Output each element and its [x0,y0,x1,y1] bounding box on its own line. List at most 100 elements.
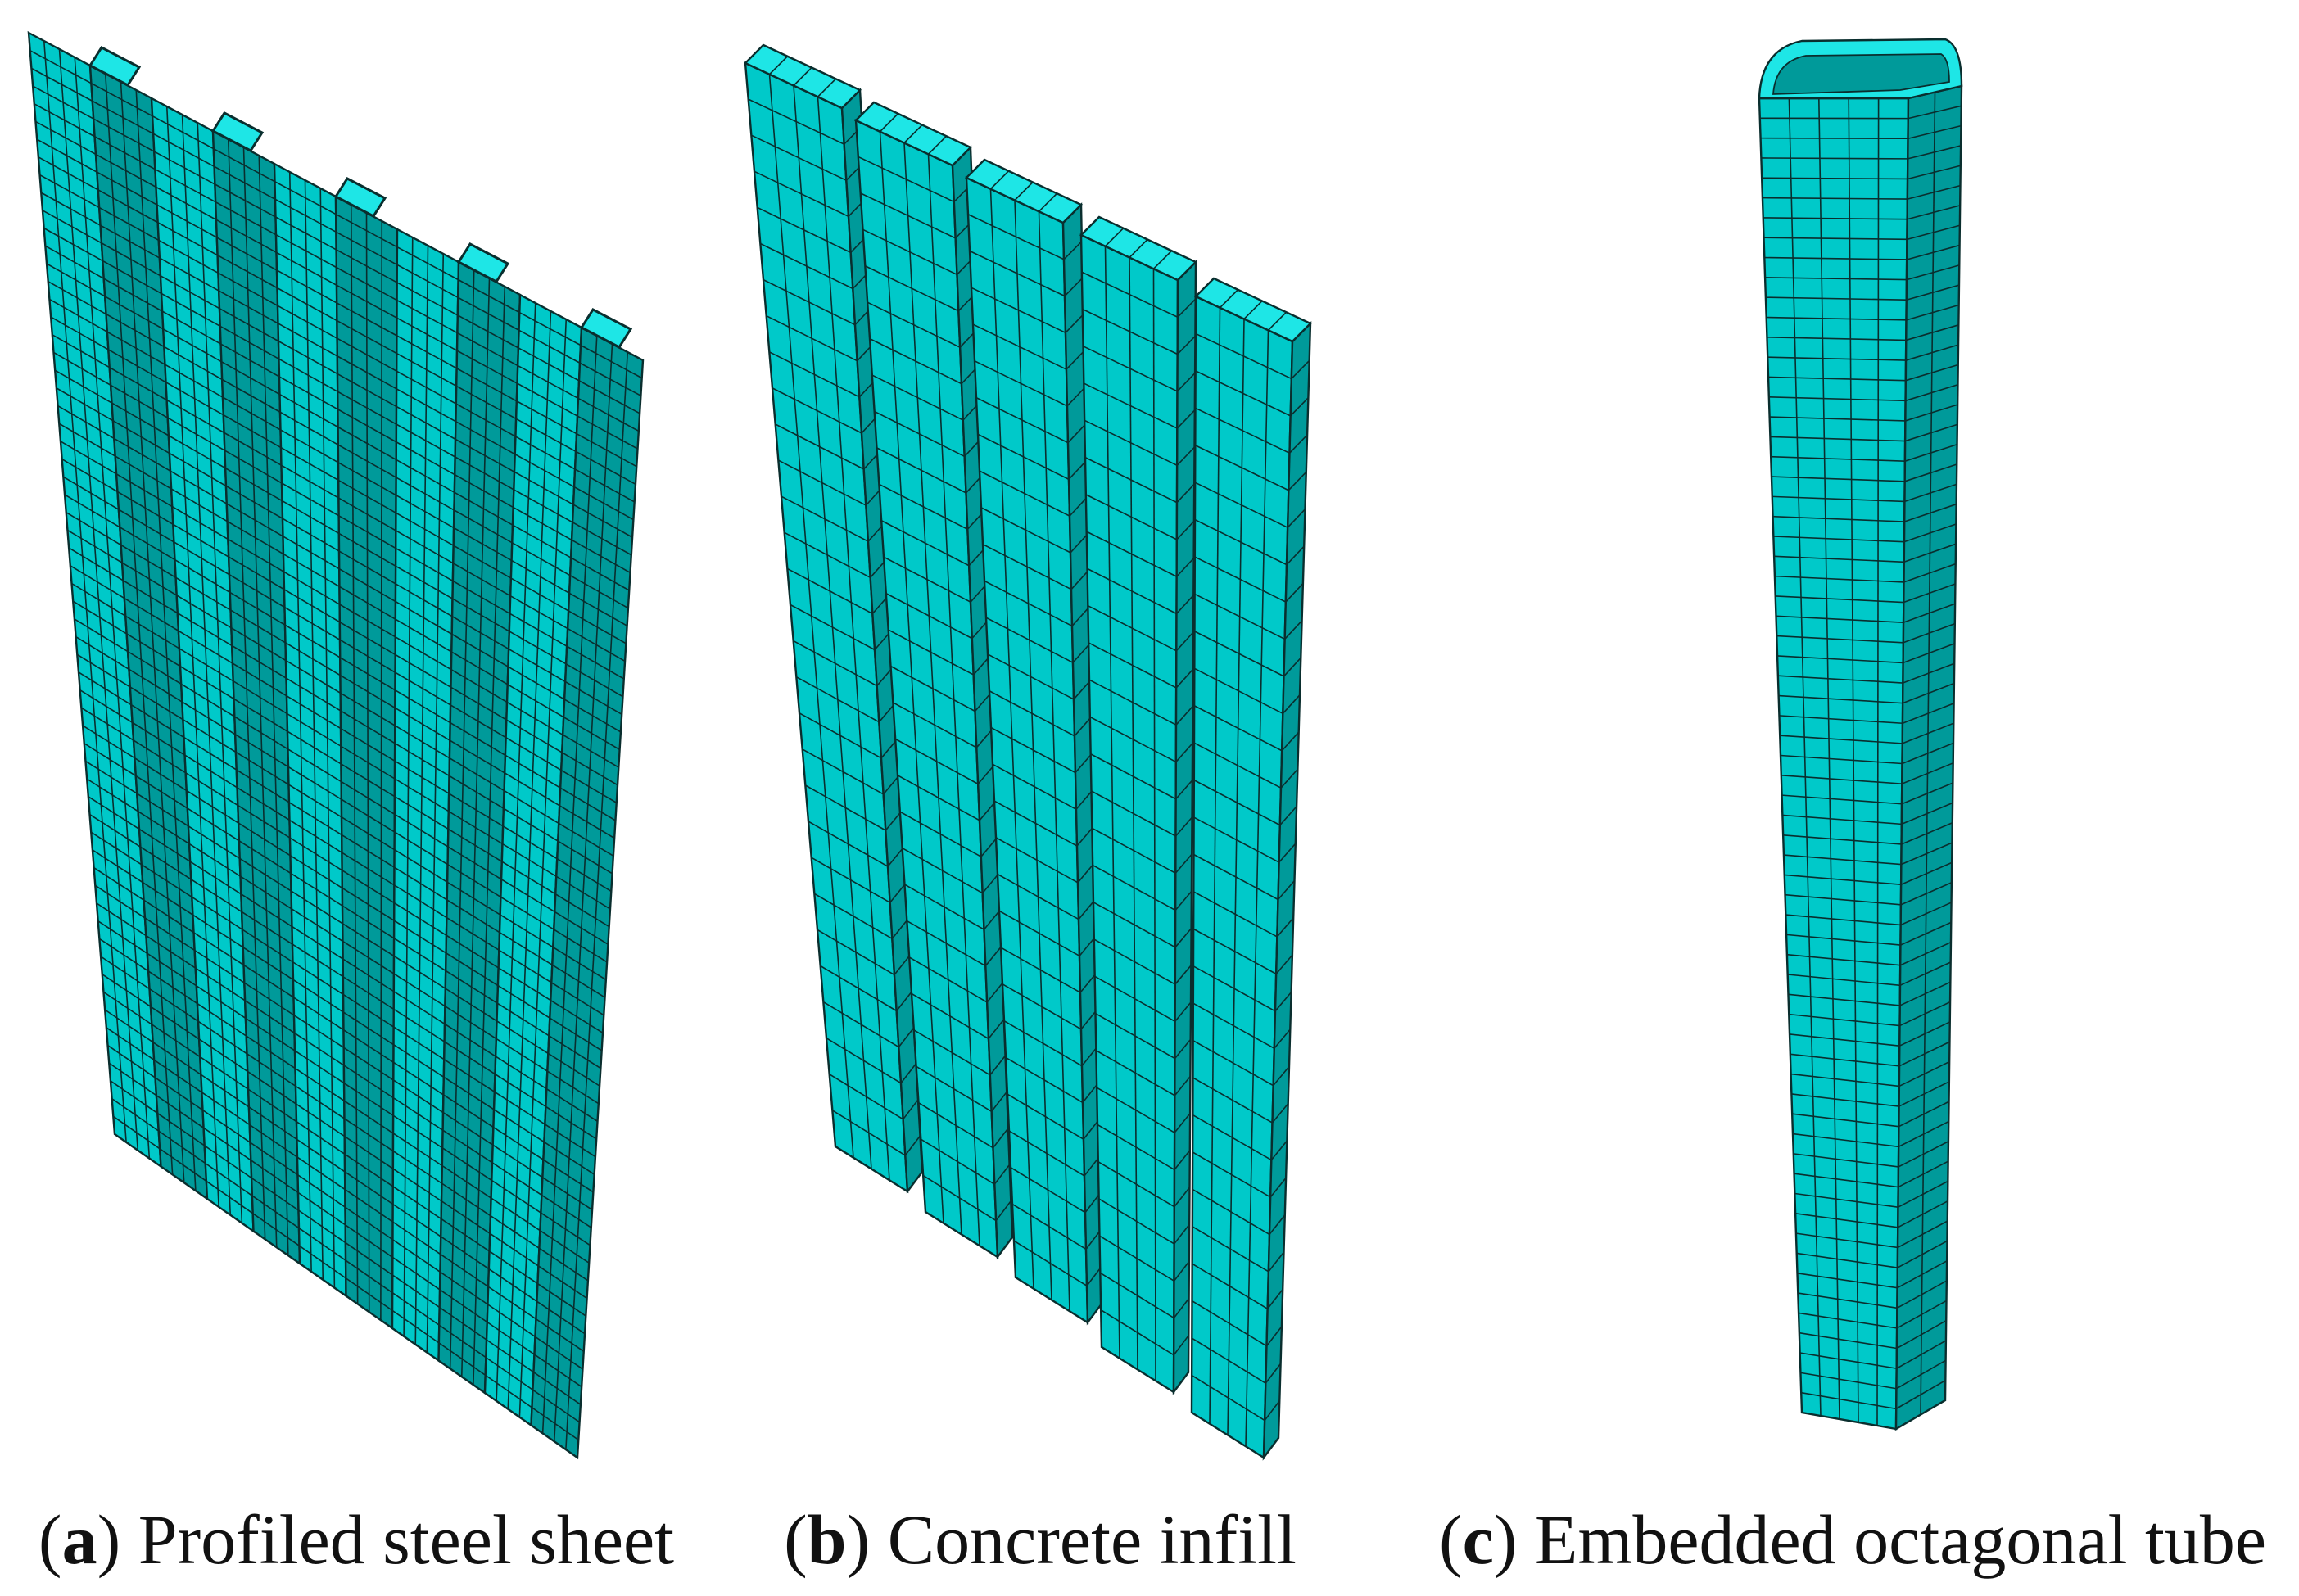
mesh-row-line [1785,914,1901,926]
steel-sheet-strip-grid [532,335,643,1450]
mesh-row-line [1785,893,1901,906]
mesh-col-line [989,170,1010,190]
mesh-row-line [1800,1372,1897,1390]
mesh-row-line [1798,1312,1898,1329]
mesh-col-line [793,85,872,1169]
mesh-row-line [1066,387,1085,407]
mesh-col-line [414,245,429,1345]
mesh-row-line [991,1092,1007,1112]
mesh-row-line [1794,1192,1898,1208]
mesh-col-line [1209,307,1221,1424]
mesh-row-line [1769,416,1906,422]
concrete-rib-front-grid [748,74,906,1181]
mesh-row-line [1790,1073,1899,1087]
caption-b: (b) Concrete infill [784,1500,1297,1579]
mesh-col-line [120,81,185,1183]
mesh-row-line [1801,1391,1897,1410]
mesh-row-line [1068,460,1087,480]
mesh-row-line [1768,396,1906,402]
mesh-row-line [894,955,911,975]
mesh-col-line [768,74,854,1158]
mesh-row-line [1772,515,1905,522]
mesh-row-line [1070,533,1088,554]
mesh-row-line [1767,356,1907,361]
mesh-col-line [1267,311,1288,331]
mesh-row-line [1175,705,1193,726]
mesh-row-line [1264,1400,1280,1422]
mesh-row-line [1173,1298,1190,1318]
mesh-row-line [1762,197,1908,200]
concrete-rib-top-grid [1219,289,1288,331]
mesh-col-line [496,302,536,1401]
mesh-row-line [989,1055,1007,1076]
mesh-col-line [426,253,445,1353]
mesh-row-line [1291,359,1310,379]
mesh-col-line [879,113,899,133]
mesh-row-line [1069,497,1088,517]
mesh-row-line [1782,814,1902,825]
mesh-row-line [1762,177,1908,180]
mesh-row-line [1065,314,1084,333]
caption-a-label: Profiled steel sheet [138,1500,675,1579]
mesh-row-line [1763,237,1908,241]
mesh-row-line [1072,643,1090,663]
mesh-row-line [1794,1173,1898,1188]
mesh-row-line [1783,854,1902,866]
mesh-row-line [900,1063,917,1084]
mesh-col-line [903,142,962,1235]
mesh-row-line [1760,137,1908,140]
mesh-col-line [879,131,944,1223]
mesh-row-line [995,1200,1011,1222]
mesh-row-line [1067,423,1086,444]
mesh-row-line [1280,768,1298,789]
mesh-row-line [1777,655,1903,664]
mesh-row-line [992,1128,1009,1149]
steel-sheet-strip-grid [335,204,398,1321]
mesh-row-line [1281,731,1300,752]
mesh-row-line [1174,1038,1192,1060]
mesh-row-line [1784,874,1902,886]
mesh-row-line [1176,483,1195,504]
mesh-col-line [104,73,174,1175]
mesh-col-line [518,319,568,1417]
mesh-row-line [1173,1335,1189,1356]
mesh-row-line [1063,241,1083,260]
steel-sheet-strip-grid [152,106,254,1223]
mesh-row-line [1282,694,1301,714]
mesh-col-line [43,40,127,1142]
mesh-col-line [565,351,629,1450]
mesh-row-line [1796,1252,1898,1268]
mesh-row-line [898,1027,915,1048]
mesh-row-line [1075,789,1093,810]
mesh-row-line [887,847,904,867]
steel-sheet-strip-grid [438,269,520,1386]
mesh-row-line [1288,471,1307,491]
mesh-row-line [984,946,1002,967]
mesh-col-line [1848,97,1859,1423]
mesh-col-line [1219,289,1239,309]
mesh-row-line [1277,879,1296,901]
mesh-row-line [1176,373,1196,392]
mesh-col-line [304,179,324,1280]
concrete-rib-side-grid [1063,241,1102,1286]
mesh-row-line [1789,1033,1900,1047]
mesh-row-line [1770,436,1906,442]
mesh-row-line [1788,993,1900,1006]
mesh-row-line [1771,476,1905,482]
mesh-row-line [1792,1113,1899,1128]
mesh-row-line [891,919,908,939]
mesh-row-line [1081,1046,1098,1067]
mesh-row-line [1175,595,1194,614]
mesh-row-line [1763,217,1908,220]
caption-a: (a) Profiled steel sheet [38,1500,675,1579]
mesh-row-line [1076,826,1094,847]
mesh-col-line [350,204,359,1304]
mesh-col-line [1227,319,1245,1435]
mesh-col-line [403,237,414,1336]
concrete-rib-front-grid [967,188,1088,1312]
mesh-col-line [1245,330,1269,1447]
mesh-col-line [288,171,312,1272]
caption-a-letter: a [61,1500,97,1579]
mesh-row-line [1174,816,1193,837]
